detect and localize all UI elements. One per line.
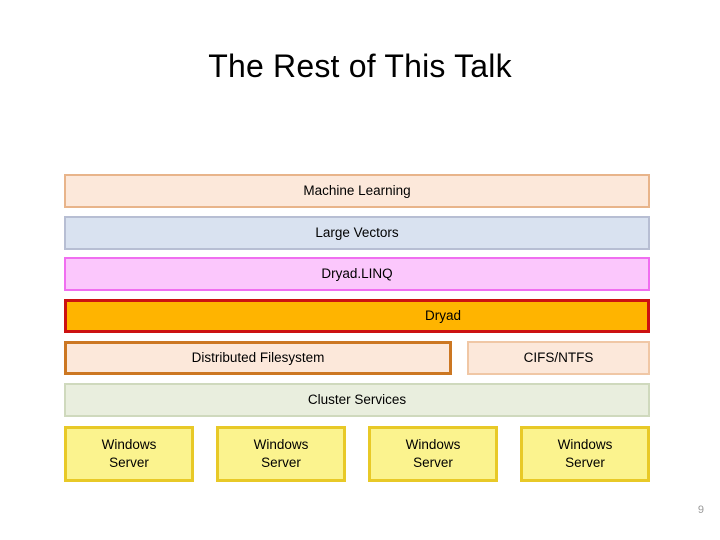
server-node[interactable]: Windows Server xyxy=(216,426,346,482)
page-number: 9 xyxy=(697,504,704,516)
server-node-line1: Windows xyxy=(557,437,613,452)
server-node-line1: Windows xyxy=(101,437,157,452)
server-node-line2: Server xyxy=(261,455,301,470)
stack-layer-cifs-ntfs[interactable]: CIFS/NTFS xyxy=(467,341,650,375)
server-node[interactable]: Windows Server xyxy=(64,426,194,482)
server-node-line2: Server xyxy=(109,455,149,470)
stack-layer-label: Distributed Filesystem xyxy=(191,350,325,365)
server-node[interactable]: Windows Server xyxy=(520,426,650,482)
server-node[interactable]: Windows Server xyxy=(368,426,498,482)
stack-layer-label: Large Vectors xyxy=(315,225,399,240)
stack-layer-label: Dryad xyxy=(425,308,462,323)
server-node-line2: Server xyxy=(565,455,605,470)
stack-layer-dryad[interactable]: Dryad xyxy=(64,299,650,333)
stack-layer-large-vectors[interactable]: Large Vectors xyxy=(64,216,650,250)
stack-layer-label: Cluster Services xyxy=(307,392,407,407)
stack-layer-label: Dryad.LINQ xyxy=(321,266,393,281)
server-node-line1: Windows xyxy=(405,437,461,452)
stack-layer-dryad-linq[interactable]: Dryad.LINQ xyxy=(64,257,650,291)
page-title: The Rest of This Talk xyxy=(208,48,512,84)
stack-layer-cluster-services[interactable]: Cluster Services xyxy=(64,383,650,417)
stack-layer-label: CIFS/NTFS xyxy=(523,350,594,365)
stack-layer-machine-learning[interactable]: Machine Learning xyxy=(64,174,650,208)
server-node-line2: Server xyxy=(413,455,453,470)
stack-layer-label: Machine Learning xyxy=(303,183,411,198)
stack-layer-distributed-filesystem[interactable]: Distributed Filesystem xyxy=(64,341,452,375)
server-node-line1: Windows xyxy=(253,437,309,452)
